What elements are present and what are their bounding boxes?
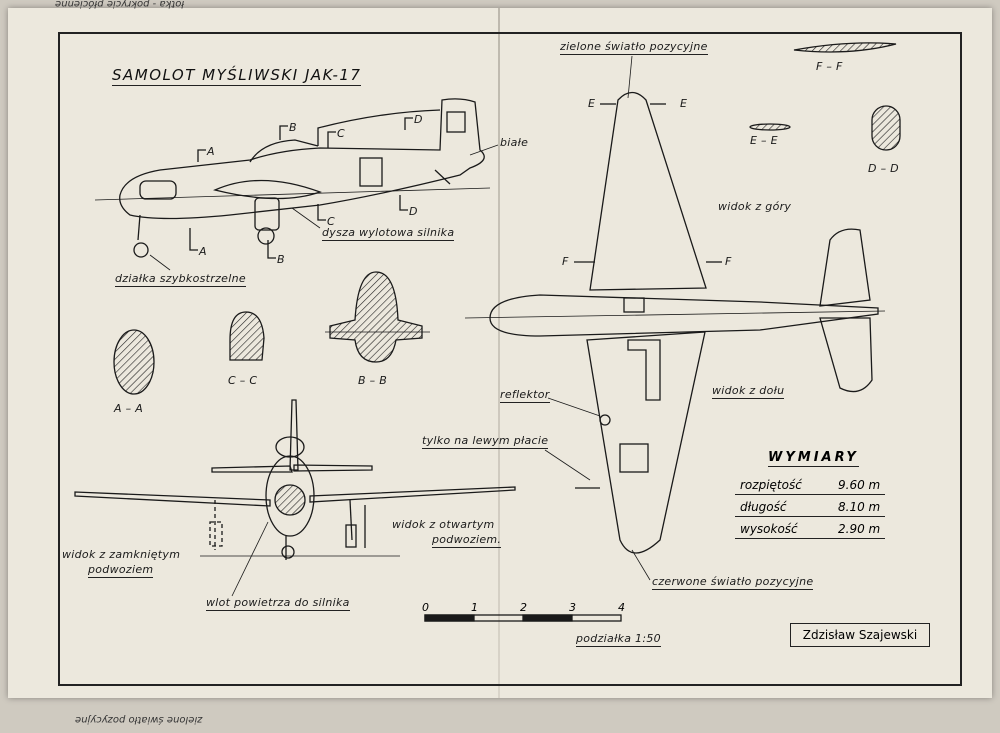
label-reflektor: reflektor (500, 388, 550, 403)
label-widok-otwartym-1: widok z otwartym (392, 518, 495, 531)
label-czerwone: czerwone światło pozycyjne (652, 575, 814, 590)
cut-letter-b-bottom: B (277, 253, 285, 266)
scale-tick-0: 0 (422, 601, 429, 614)
scale-tick-1: 1 (471, 601, 478, 614)
dim-name-span: rozpiętość (740, 478, 802, 492)
label-widok-zamknietym-1: widok z zamkniętym (62, 548, 181, 561)
top-bottom-view (464, 55, 886, 581)
dim-name-height: wysokość (740, 522, 798, 536)
drawing-sheet (8, 8, 992, 698)
cut-letter-d-top: D (414, 113, 423, 126)
cut-letter-b-top: B (289, 121, 297, 134)
dim-value-height: 2.90 m (838, 522, 881, 536)
label-wlot: wlot powietrza do silnika (206, 596, 350, 611)
label-zielone: zielone światło pozycyjne (560, 40, 708, 55)
label-tylko: tylko na lewym płacie (422, 434, 549, 449)
cut-letter-a-bottom: A (199, 245, 207, 258)
section-c-c (229, 311, 265, 361)
cut-letter-c-top: C (337, 127, 345, 140)
front-view (74, 399, 516, 597)
cut-letter-f-left: F (562, 255, 569, 268)
cut-letter-d-bottom: D (409, 205, 418, 218)
scale-bar (424, 614, 622, 622)
section-d-d (871, 105, 901, 151)
label-dzialka: działka szybkostrzelne (115, 272, 246, 287)
label-widok-gory: widok z góry (718, 200, 792, 213)
section-label-e-e: E – E (750, 134, 778, 147)
scale-tick-4: 4 (618, 601, 625, 614)
dim-name-length: długość (740, 500, 787, 514)
cut-letter-f-right: F (725, 255, 732, 268)
cut-letter-a-top: A (207, 145, 215, 158)
section-label-d-d: D – D (868, 162, 899, 175)
cut-letter-c-bottom: C (327, 215, 335, 228)
section-label-c-c: C – C (228, 374, 258, 387)
page-title: SAMOLOT MYŚLIWSKI JAK-17 (112, 66, 362, 86)
author-box: Zdzisław Szajewski (790, 623, 930, 647)
page-fold (498, 8, 500, 698)
section-label-a-a: A – A (114, 402, 144, 415)
side-view (94, 98, 499, 271)
label-dysza: dysza wylotowa silnika (322, 226, 455, 241)
label-widok-zamknietym-2: podwoziem (88, 563, 154, 578)
drawing-frame (58, 32, 962, 686)
dim-value-length: 8.10 m (838, 500, 881, 514)
scale-tick-2: 2 (520, 601, 527, 614)
label-podzialka: podziałka 1:50 (576, 632, 661, 647)
dimensions-title: WYMIARY (768, 450, 859, 467)
label-widok-otwartym-2: podwoziem. (432, 533, 502, 548)
section-b-b (325, 271, 430, 363)
section-label-f-f: F – F (816, 60, 843, 73)
section-f-f (793, 42, 897, 53)
cut-letter-e-right: E (680, 97, 688, 110)
section-label-b-b: B – B (358, 374, 388, 387)
label-biale: białe (500, 136, 529, 149)
scale-tick-3: 3 (569, 601, 576, 614)
section-a-a (113, 329, 155, 395)
cut-letter-e-left: E (588, 97, 596, 110)
dim-value-span: 9.60 m (838, 478, 881, 492)
section-e-e (749, 123, 791, 131)
label-widok-dolu: widok z dołu (712, 384, 785, 399)
